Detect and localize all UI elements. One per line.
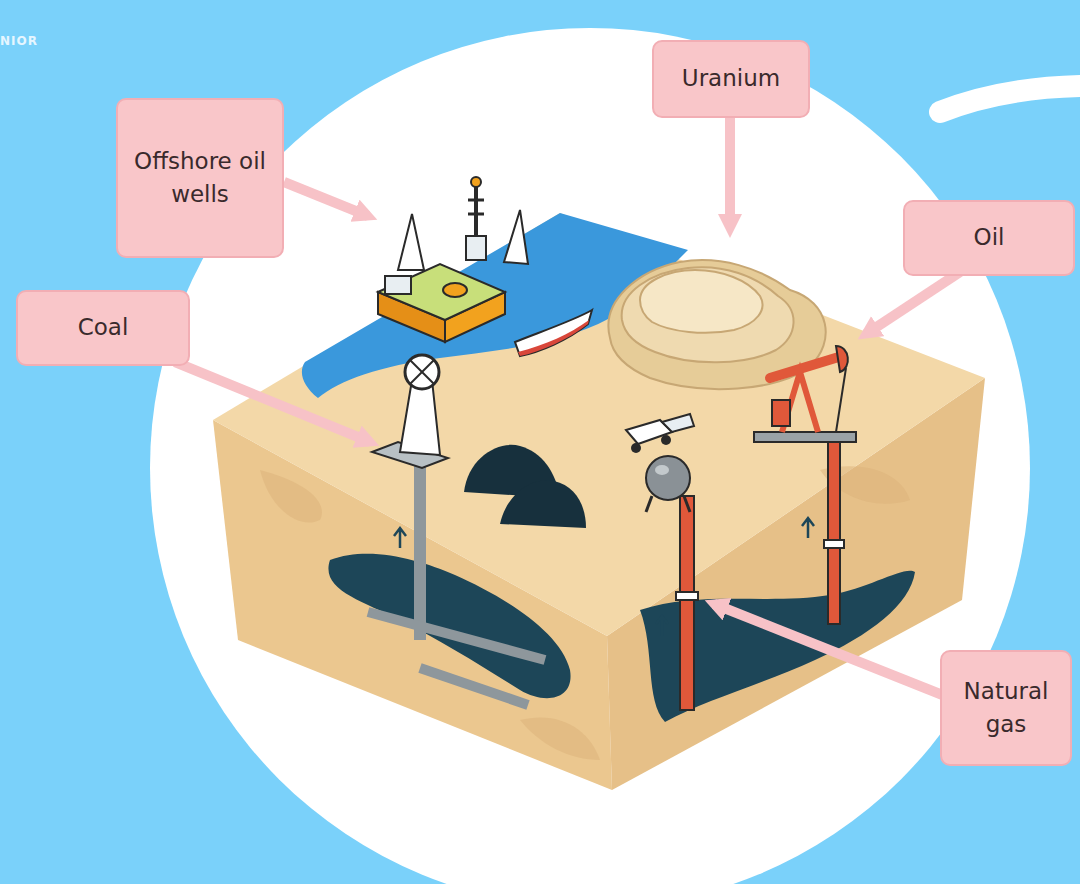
gas-pipe	[680, 496, 694, 710]
vehicle-wheel	[661, 435, 671, 445]
gas-sphere	[646, 456, 690, 500]
derrick	[474, 182, 478, 236]
mine-shaft	[414, 460, 426, 640]
vehicle-wheel	[631, 443, 641, 453]
boat-hull	[515, 310, 592, 356]
sphere-leg	[684, 496, 690, 512]
rig-tank	[443, 283, 467, 297]
derrick-bar	[468, 199, 484, 202]
coal-mine	[368, 355, 586, 705]
watermark-text: NIOR	[0, 34, 38, 48]
flow-arrow	[394, 528, 406, 548]
rig-crane	[398, 214, 424, 270]
flow-arrow	[656, 616, 668, 636]
derrick-top	[471, 177, 481, 187]
gas-well	[646, 456, 698, 710]
mining-vehicle	[626, 414, 694, 453]
derrick-bar	[468, 213, 484, 216]
sphere-shine	[655, 465, 669, 475]
callout-box: Offshore oil wells	[116, 98, 284, 258]
rig-cabin	[385, 276, 411, 294]
wheel-spoke	[410, 360, 434, 384]
leader-arrow	[714, 604, 945, 696]
vehicle-cab	[662, 414, 694, 432]
pipe-band	[824, 540, 844, 548]
headframe-wheel	[405, 355, 439, 389]
callout-box: Oil	[903, 200, 1075, 276]
flow-arrow	[802, 518, 814, 538]
mound-layer	[640, 270, 762, 333]
mine-tunnel	[420, 668, 528, 705]
rig-deck	[378, 264, 505, 320]
callout-box: Coal	[16, 290, 190, 366]
wheel-spoke	[410, 360, 434, 384]
pipe-band	[676, 592, 698, 600]
leader-arrow	[866, 272, 960, 334]
callout-text: Offshore oil wells	[128, 145, 272, 212]
soil-texture	[520, 717, 600, 760]
leader-arrow	[725, 118, 735, 228]
pump-rod	[836, 368, 846, 432]
callout-box: Natural gas	[940, 650, 1072, 766]
boat-stripe	[518, 320, 589, 356]
oil-pipe	[828, 432, 840, 624]
callout-text: Coal	[78, 311, 129, 344]
sphere-leg	[646, 496, 652, 512]
leader-arrow	[284, 182, 368, 216]
pump-beam	[770, 356, 842, 378]
pump-base	[754, 432, 856, 442]
callout-text: Natural gas	[952, 675, 1060, 742]
soil-texture	[260, 470, 322, 523]
pump-motor	[772, 400, 790, 426]
callout-text: Oil	[974, 221, 1005, 254]
mound-layer	[622, 267, 794, 362]
rig-house	[466, 236, 486, 260]
headframe-tower	[400, 380, 440, 455]
swoosh	[940, 86, 1080, 112]
oil-pump	[754, 346, 856, 624]
rig-crane	[504, 210, 528, 264]
coal-pile	[500, 480, 586, 528]
offshore-rig	[378, 177, 528, 342]
leader-arrow	[175, 362, 370, 442]
callout-box: Uranium	[652, 40, 810, 118]
callout-text: Uranium	[682, 62, 780, 95]
mine-tunnel	[368, 612, 545, 660]
